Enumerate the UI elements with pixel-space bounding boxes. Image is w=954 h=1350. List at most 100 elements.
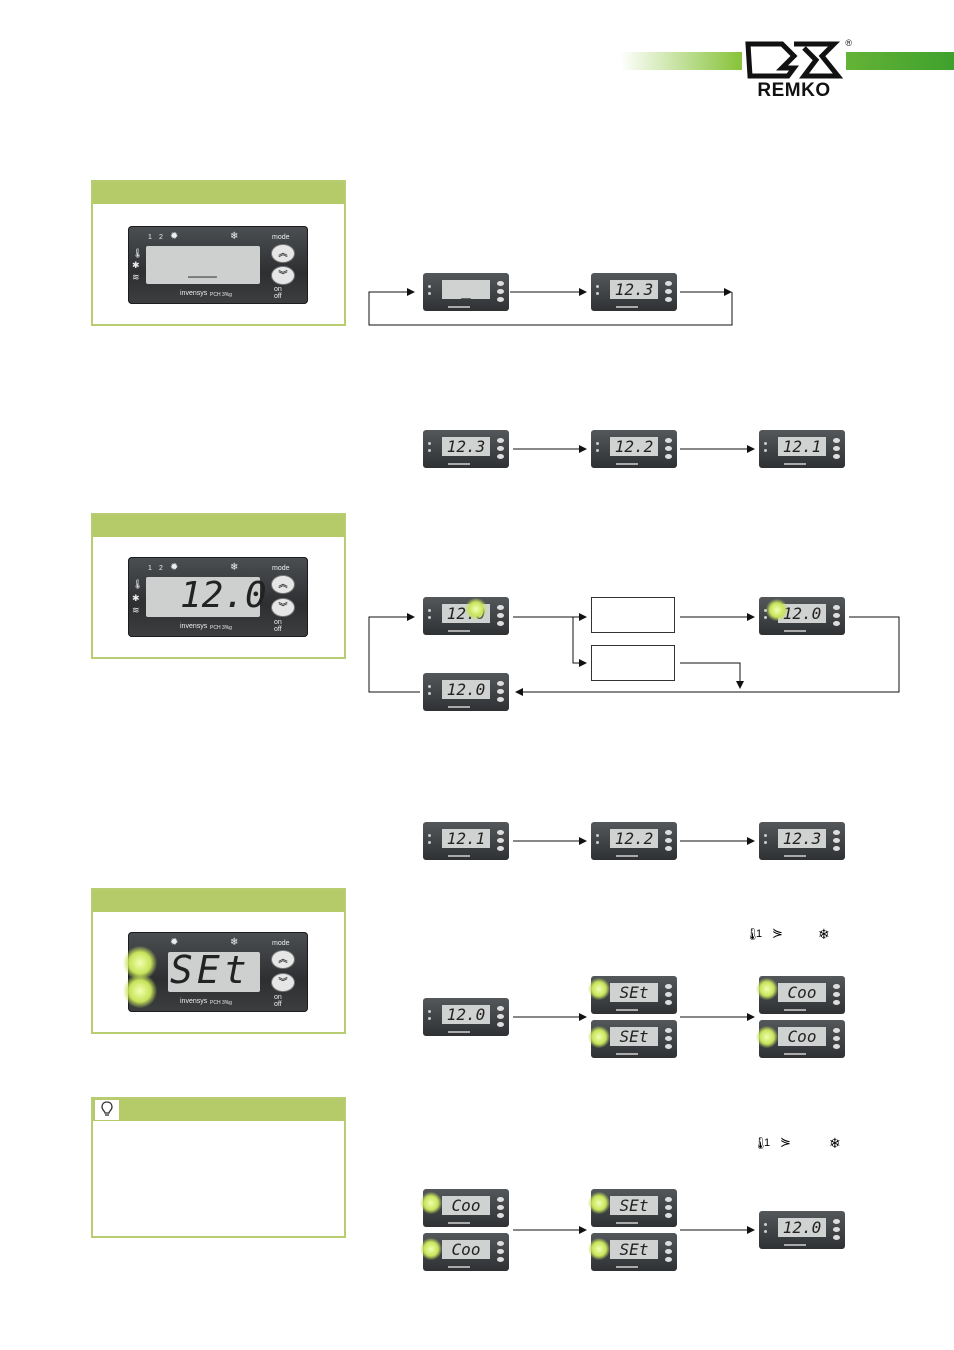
remko-logo: REMKO ® xyxy=(742,38,852,102)
up-button[interactable]: ︽ xyxy=(271,575,295,594)
brand-label: invensys xyxy=(180,623,208,630)
brand-label: invensys xyxy=(180,290,208,297)
figure-box-1: 1 2 ✹ ❄ mode 🌡 ✱ ≋ __ ︽ ︾ on off invensy… xyxy=(91,180,346,326)
lcd-screen-1 xyxy=(146,246,260,284)
flash-highlight xyxy=(588,1026,610,1048)
mini-display-value: SEt xyxy=(619,1027,649,1046)
mini-display-value: 12.0 xyxy=(782,604,822,623)
controller-panel-2: 1 2 ✹ ❄ mode 🌡 ✱ ≋ 12.0 ︽ ︾ on off inven… xyxy=(128,557,308,637)
mini-display-value: _ xyxy=(461,280,471,299)
brand-name: REMKO xyxy=(757,80,831,101)
model-label: PCH 3%g xyxy=(210,292,232,298)
figure-box-3-header xyxy=(93,890,344,912)
mini-display-value: SEt xyxy=(619,1196,649,1215)
tip-box-header xyxy=(93,1099,344,1121)
mini-display: 12.2 xyxy=(591,822,677,860)
fan-icon: ⋟ xyxy=(780,1134,791,1149)
fan-icon: ✱ xyxy=(132,593,140,603)
down-button[interactable]: ︾ xyxy=(271,598,295,617)
onoff-label: on off xyxy=(274,286,282,300)
flash-highlight xyxy=(588,978,610,1000)
snowflake-icon: ❄ xyxy=(829,1135,841,1151)
snowflake-icon: ❄ xyxy=(818,926,830,942)
lcd-value-2: 12.0 xyxy=(180,575,267,616)
fan-icon: ✱ xyxy=(132,260,140,270)
flash-highlight xyxy=(465,598,487,620)
flash-highlight xyxy=(756,978,778,1000)
thermometer-icon: 🌡 xyxy=(745,927,761,941)
mini-display: _ xyxy=(423,273,509,311)
mini-display: 12.0 xyxy=(759,1211,845,1249)
flow-step-box xyxy=(591,645,675,681)
flow-step-box xyxy=(591,597,675,633)
snowflake-icon: ❄ xyxy=(230,937,239,948)
mini-display: 12.0 xyxy=(423,673,509,711)
fan-icon: ⋟ xyxy=(772,925,783,940)
lcd-screen-2 xyxy=(146,577,260,617)
lightbulb-icon xyxy=(95,1100,119,1120)
up-button[interactable]: ︽ xyxy=(271,244,295,263)
onoff-label: on off xyxy=(274,994,282,1008)
lcd-value-3: SEt xyxy=(170,948,251,992)
mini-display-value: 12.0 xyxy=(446,1005,486,1024)
mode-label: mode xyxy=(272,234,290,241)
figure-box-2-header xyxy=(93,515,344,537)
controller-panel-3: ✹ ❄ mode SEt ︽ ︾ on off invensys PCH 3%g xyxy=(128,932,308,1012)
mini-display-value: 12.3 xyxy=(782,829,822,848)
up-button[interactable]: ︽ xyxy=(271,950,295,969)
sun-icon: ✹ xyxy=(170,937,179,948)
mini-display: SEt xyxy=(591,976,677,1014)
figure-box-1-header xyxy=(93,182,344,204)
heat-icon: ≋ xyxy=(132,605,140,615)
down-button[interactable]: ︾ xyxy=(271,266,295,285)
mini-display: 12.3 xyxy=(423,430,509,468)
onoff-label: on off xyxy=(274,619,282,633)
thermometer-icon: 🌡 xyxy=(753,1136,769,1150)
mini-display: 12.1 xyxy=(759,430,845,468)
mini-display: 12.3 xyxy=(591,273,677,311)
model-label: PCH 3%g xyxy=(210,625,232,631)
lcd-screen-3 xyxy=(168,952,260,992)
mini-display-value: 12.3 xyxy=(614,280,654,299)
mini-display-value: Coo xyxy=(787,1027,817,1046)
mini-display-value: 12.2 xyxy=(614,829,654,848)
mini-display-value: Coo xyxy=(787,983,817,1002)
mini-display: 12.3 xyxy=(759,822,845,860)
flash-highlight xyxy=(766,599,788,621)
legend-index: 1 xyxy=(764,1137,771,1149)
controller-panel-1: 1 2 ✹ ❄ mode 🌡 ✱ ≋ __ ︽ ︾ on off invensy… xyxy=(128,226,308,304)
mini-display-value: SEt xyxy=(619,983,649,1002)
flash-highlight xyxy=(588,1192,610,1214)
tip-box xyxy=(91,1097,346,1238)
sun-icon: ✹ xyxy=(170,562,179,573)
led-1-label: 1 xyxy=(148,234,152,241)
sun-icon: ✹ xyxy=(170,231,179,242)
legend-index: 1 xyxy=(756,928,763,940)
mini-display-value: 12.1 xyxy=(782,437,822,456)
mode-label: mode xyxy=(272,565,290,572)
thermometer-icon: 🌡 xyxy=(132,579,144,589)
mini-display-value: Coo xyxy=(451,1196,481,1215)
mini-display: 12.2 xyxy=(591,430,677,468)
flash-highlight xyxy=(420,1192,442,1214)
mini-display: 12.0 xyxy=(423,998,509,1036)
mini-display-value: 12.0 xyxy=(782,1218,822,1237)
mini-display-value: 12.2 xyxy=(614,437,654,456)
flash-highlight xyxy=(588,1238,610,1260)
brand-label: invensys xyxy=(180,998,208,1005)
mini-display-value: 12.3 xyxy=(446,437,486,456)
down-button[interactable]: ︾ xyxy=(271,973,295,992)
remko-logo-mark xyxy=(745,41,844,79)
led-1-label: 1 xyxy=(148,565,152,572)
mini-display-value: Coo xyxy=(451,1240,481,1259)
snowflake-icon: ❄ xyxy=(230,231,239,242)
mode-label: mode xyxy=(272,940,290,947)
flash-highlight xyxy=(756,1026,778,1048)
figure-box-3: ✹ ❄ mode SEt ︽ ︾ on off invensys PCH 3%g xyxy=(91,888,346,1034)
flash-highlight xyxy=(420,1238,442,1260)
led-2-label: 2 xyxy=(159,234,163,241)
mini-display: 12.1 xyxy=(423,822,509,860)
registered-mark: ® xyxy=(845,38,852,48)
flash-highlight xyxy=(123,974,157,1008)
